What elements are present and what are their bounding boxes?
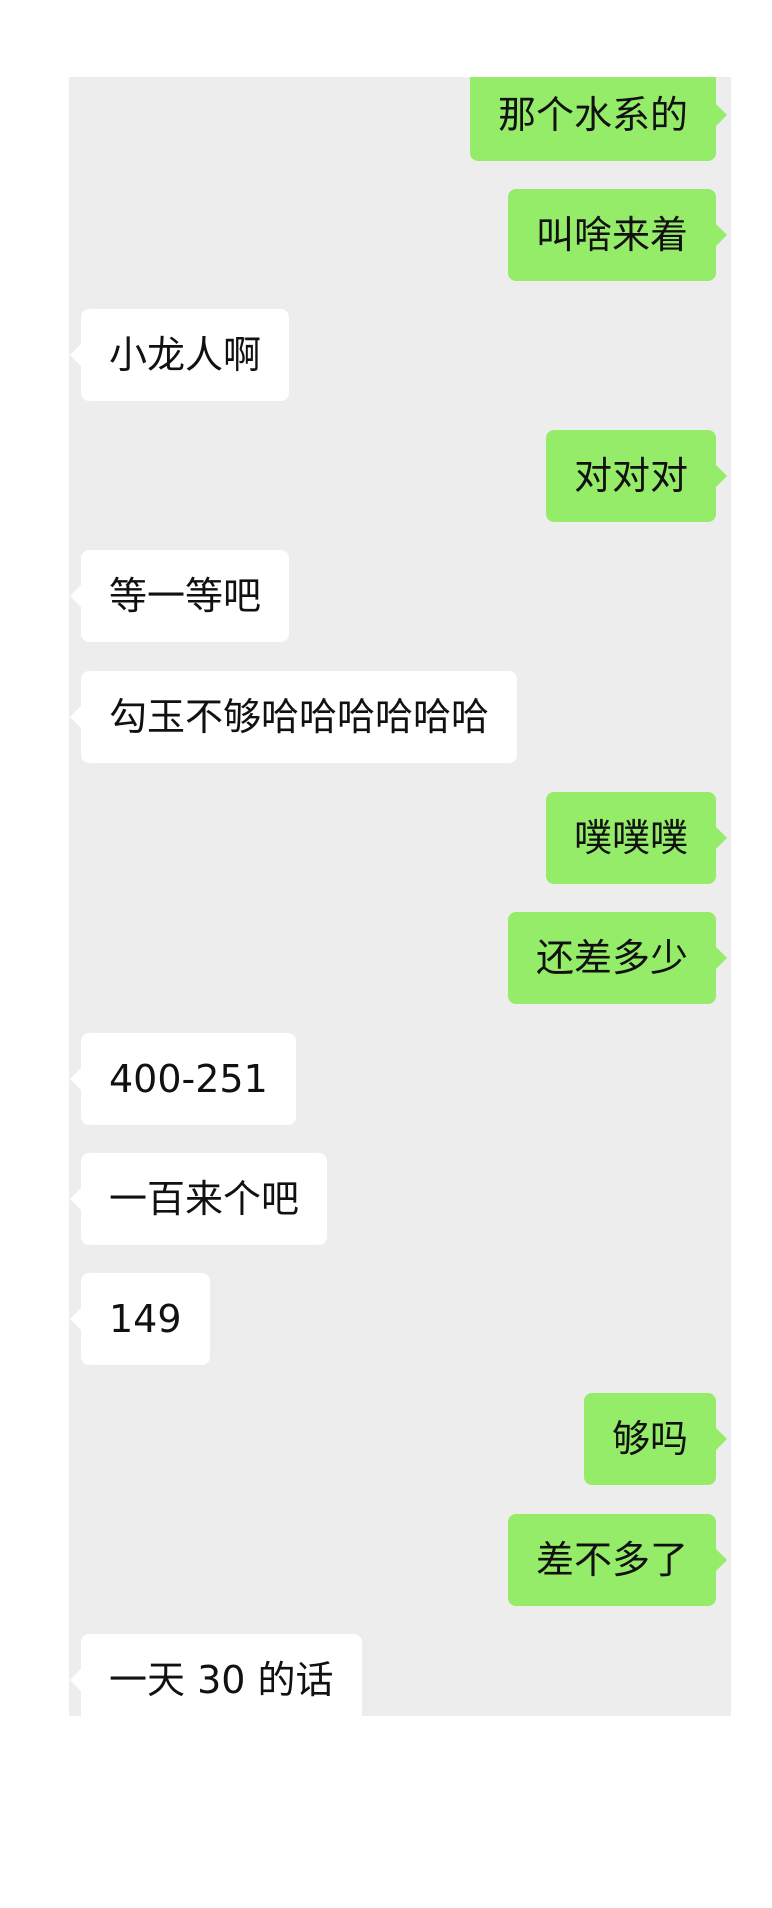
message-bubble-received[interactable]: 149: [70, 1273, 210, 1365]
message-bubble-sent[interactable]: 还差多少: [507, 912, 728, 1004]
message-bubble-received[interactable]: 400-251: [70, 1033, 296, 1125]
message-bubble-received[interactable]: 小龙人啊: [69, 309, 290, 401]
message-bubble-sent[interactable]: 噗噗噗: [545, 792, 728, 884]
message-bubble-received[interactable]: 勾玉不够哈哈哈哈哈哈: [69, 671, 518, 763]
message-bubble-sent[interactable]: 差不多了: [507, 1514, 728, 1606]
chat-panel: 那个水系的 叫啥来着 小龙人啊 对对对 等一等吧 勾玉不够哈哈哈哈哈哈 噗噗噗 …: [69, 77, 731, 1716]
message-bubble-sent[interactable]: 够吗: [583, 1393, 728, 1485]
message-bubble-received[interactable]: 一百来个吧: [69, 1153, 328, 1245]
message-bubble-received[interactable]: 一天 30 的话: [70, 1634, 362, 1716]
message-bubble-received[interactable]: 等一等吧: [69, 550, 290, 642]
message-bubble-sent[interactable]: 对对对: [545, 430, 728, 522]
message-bubble-sent[interactable]: 那个水系的: [469, 77, 728, 161]
message-bubble-sent[interactable]: 叫啥来着: [507, 189, 728, 281]
